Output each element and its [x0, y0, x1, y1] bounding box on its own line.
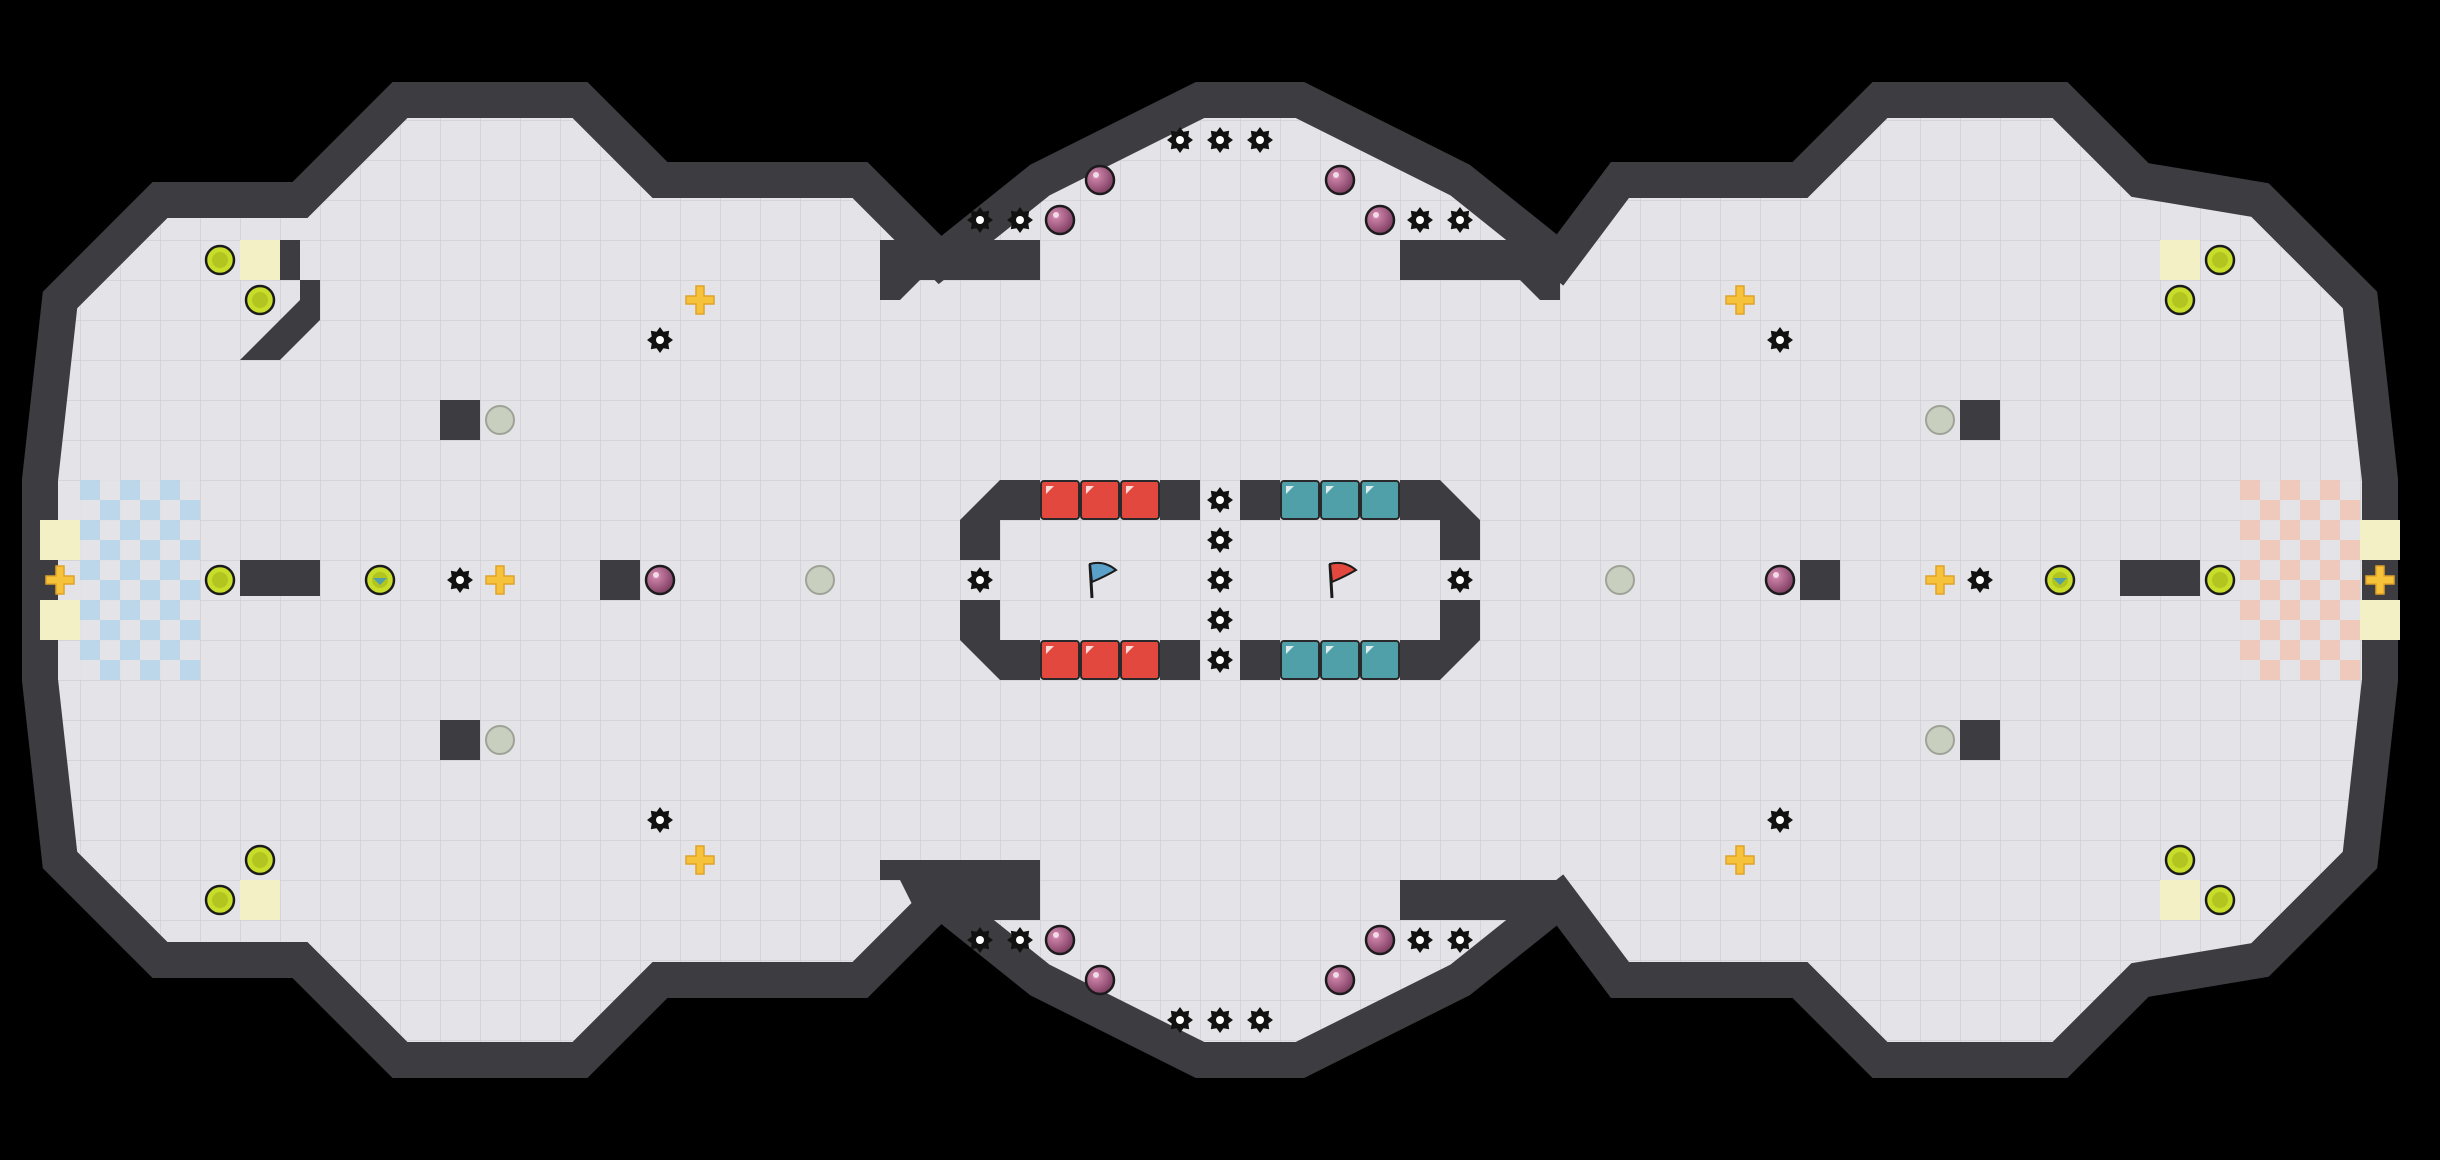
spike-icon	[647, 327, 673, 353]
powerup-icon	[2365, 565, 2395, 595]
boost-icon	[204, 884, 236, 916]
bombs-layer	[644, 164, 1796, 996]
spike-icon	[647, 807, 673, 833]
portal-icon	[485, 725, 515, 755]
spike-icon	[1767, 327, 1793, 353]
blue-flag-icon[interactable]	[1088, 561, 1118, 599]
boost-icon	[2204, 884, 2236, 916]
red-gate-tile	[1080, 480, 1120, 520]
powerup-icon	[685, 845, 715, 875]
boost-icon	[2204, 244, 2236, 276]
red-gate-tile	[1120, 640, 1160, 680]
spike-icon	[1447, 567, 1473, 593]
portal-icon	[1925, 405, 1955, 435]
yellow-tiles	[40, 240, 2400, 920]
portal-icon	[485, 405, 515, 435]
spike-icon	[1447, 927, 1473, 953]
red-gate-tile	[1040, 640, 1080, 680]
blue-endzone	[80, 480, 200, 680]
team-boost-icon	[364, 564, 396, 596]
spike-icon	[1207, 647, 1233, 673]
spike-icon	[1007, 927, 1033, 953]
boost-icon	[2204, 564, 2236, 596]
red-gate-tile	[1080, 640, 1120, 680]
spike-icon	[1207, 1007, 1233, 1033]
spike-icon	[1207, 527, 1233, 553]
boosts-layer	[204, 244, 2236, 916]
interior-walls	[240, 240, 2200, 920]
red-gate-tile	[1120, 480, 1160, 520]
spike-icon	[1167, 1007, 1193, 1033]
powerup-icon	[1725, 845, 1755, 875]
powerup-icon	[45, 565, 75, 595]
powerup-icon	[1925, 565, 1955, 595]
boost-icon	[244, 844, 276, 876]
blue-gate-tile	[1280, 640, 1320, 680]
spike-icon	[1207, 607, 1233, 633]
spike-icon	[1207, 487, 1233, 513]
powerup-icon	[1725, 285, 1755, 315]
bomb-icon	[1044, 204, 1076, 236]
blue-gate-tile	[1320, 480, 1360, 520]
spike-icon	[967, 927, 993, 953]
blue-gate-tile	[1280, 480, 1320, 520]
red-flag-icon[interactable]	[1328, 561, 1358, 599]
spike-icon	[1447, 207, 1473, 233]
bomb-icon	[1364, 924, 1396, 956]
spike-icon	[1247, 127, 1273, 153]
boost-icon	[244, 284, 276, 316]
bomb-icon	[1324, 964, 1356, 996]
spike-icon	[1407, 927, 1433, 953]
bomb-icon	[1324, 164, 1356, 196]
spike-icon	[447, 567, 473, 593]
powerup-icon	[685, 285, 715, 315]
blue-gate-tile	[1360, 480, 1400, 520]
portal-icon	[1925, 725, 1955, 755]
spike-icon	[1207, 127, 1233, 153]
portal-icon	[1605, 565, 1635, 595]
spike-icon	[1407, 207, 1433, 233]
red-endzone	[2240, 480, 2360, 680]
powerup-icon	[485, 565, 515, 595]
powerups-layer	[45, 285, 2395, 875]
spike-icon	[1007, 207, 1033, 233]
red-gate-tile	[1040, 480, 1080, 520]
blue-gate-tile	[1320, 640, 1360, 680]
spike-icon	[1247, 1007, 1273, 1033]
bomb-icon	[1084, 964, 1116, 996]
portal-icon	[805, 565, 835, 595]
portals-layer	[485, 405, 1955, 755]
spike-icon	[967, 567, 993, 593]
bomb-icon	[1084, 164, 1116, 196]
boost-icon	[204, 244, 236, 276]
spike-icon	[967, 207, 993, 233]
boost-icon	[2164, 844, 2196, 876]
bomb-icon	[1044, 924, 1076, 956]
gate-tiles	[1040, 480, 1400, 680]
team-boost-icon	[2044, 564, 2076, 596]
bomb-icon	[1764, 564, 1796, 596]
bomb-icon	[1364, 204, 1396, 236]
spikes-layer	[447, 127, 1993, 1033]
spike-icon	[1167, 127, 1193, 153]
spike-icon	[1967, 567, 1993, 593]
blue-gate-tile	[1360, 640, 1400, 680]
bomb-icon	[644, 564, 676, 596]
spike-icon	[1207, 567, 1233, 593]
spike-icon	[1767, 807, 1793, 833]
boost-icon	[2164, 284, 2196, 316]
boost-icon	[204, 564, 236, 596]
